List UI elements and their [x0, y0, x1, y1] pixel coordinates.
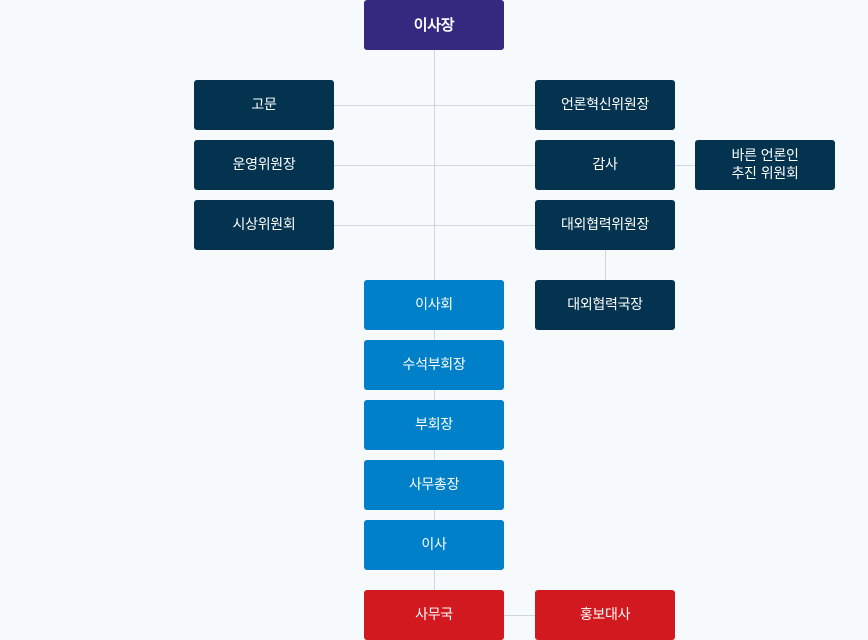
node-secretary-general[interactable]: 사무총장 — [364, 460, 504, 510]
node-advisor[interactable]: 고문 — [194, 80, 334, 130]
node-external-cooperation-director[interactable]: 대외협력국장 — [535, 280, 675, 330]
node-steering-committee-chair[interactable]: 운영위원장 — [194, 140, 334, 190]
connector-cooperation-vertical — [605, 250, 606, 280]
node-director[interactable]: 이사 — [364, 520, 504, 570]
node-board-of-directors[interactable]: 이사회 — [364, 280, 504, 330]
node-media-innovation-chair[interactable]: 언론혁신위원장 — [535, 80, 675, 130]
node-secretariat[interactable]: 사무국 — [364, 590, 504, 640]
node-right-media-committee[interactable]: 바른 언론인 추진 위원회 — [695, 140, 835, 190]
node-senior-vice-chair[interactable]: 수석부회장 — [364, 340, 504, 390]
connector-row-2 — [334, 165, 535, 166]
node-auditor[interactable]: 감사 — [535, 140, 675, 190]
connector-audit-committee — [675, 165, 695, 166]
node-award-committee[interactable]: 시상위원회 — [194, 200, 334, 250]
connector-row-3 — [334, 225, 535, 226]
node-ambassador[interactable]: 홍보대사 — [535, 590, 675, 640]
node-external-cooperation-chair[interactable]: 대외협력위원장 — [535, 200, 675, 250]
connector-secretariat-ambassador — [504, 615, 535, 616]
node-vice-chair[interactable]: 부회장 — [364, 400, 504, 450]
node-chairman[interactable]: 이사장 — [364, 0, 504, 50]
connector-row-1 — [334, 105, 535, 106]
